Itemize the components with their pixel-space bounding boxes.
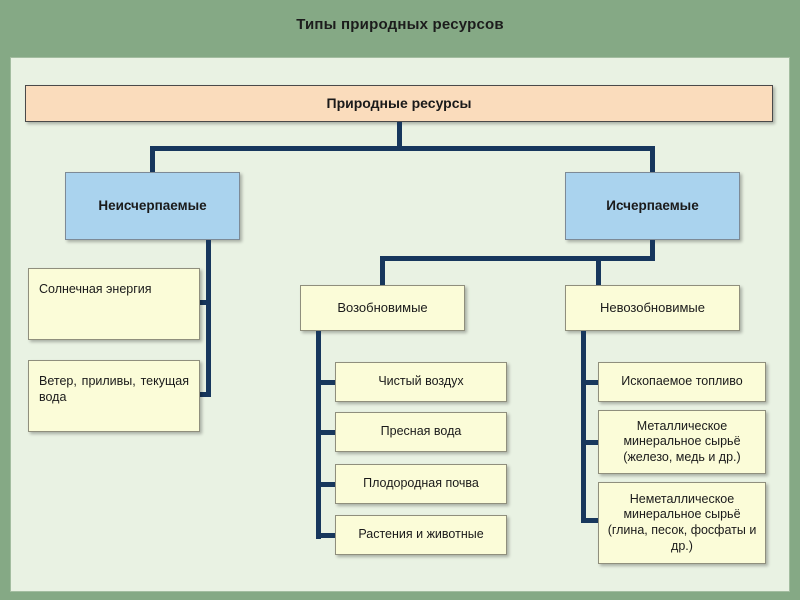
connector-plants-animals-stub [319, 533, 335, 538]
node-natural-resources: Природные ресурсы [25, 85, 773, 122]
connector-top-horizontal [150, 146, 655, 151]
node-fresh-water: Пресная вода [335, 412, 507, 452]
connector-fossil-fuel-stub [584, 380, 598, 385]
connector-solar-stub [199, 300, 209, 305]
connector-nonmetallic-stub [584, 518, 598, 523]
node-nonrenewable: Невозобновимые [565, 285, 740, 331]
node-nonmetallic-minerals: Неметаллическое минеральное сырьё (глина… [598, 482, 766, 564]
connector-inexhaustible-spine [206, 240, 211, 397]
node-metallic-minerals: Металлическое минеральное сырьё (железо,… [598, 410, 766, 474]
node-clean-air: Чистый воздух [335, 362, 507, 402]
connector-nonrenewable-drop [596, 256, 601, 286]
node-fossil-fuel: Ископаемое топливо [598, 362, 766, 402]
connector-exhaustible-horizontal [380, 256, 655, 261]
connector-nonrenewable-spine [581, 331, 586, 523]
connector-metallic-stub [584, 440, 598, 445]
connector-fresh-water-stub [319, 430, 335, 435]
node-renewable: Возобновимые [300, 285, 465, 331]
connector-left-branch-drop [150, 146, 155, 173]
connector-wind-stub [199, 392, 209, 397]
node-solar-energy: Солнечная энергия [28, 268, 200, 340]
node-wind-tides-water: Ветер, приливы, текущая вода [28, 360, 200, 432]
connector-clean-air-stub [319, 380, 335, 385]
node-inexhaustible: Неисчерпаемые [65, 172, 240, 240]
connector-exhaustible-trunk [650, 240, 655, 261]
node-wind-tides-water-label: Ветер, приливы, текущая вода [39, 374, 189, 404]
connector-fertile-soil-stub [319, 482, 335, 487]
node-plants-animals: Растения и животные [335, 515, 507, 555]
connector-root-trunk [397, 122, 402, 148]
connector-renewable-spine [316, 331, 321, 539]
connector-renewable-drop [380, 256, 385, 286]
connector-right-branch-drop [650, 146, 655, 173]
node-exhaustible: Исчерпаемые [565, 172, 740, 240]
node-fertile-soil: Плодородная почва [335, 464, 507, 504]
page-title: Типы природных ресурсов [296, 16, 504, 33]
